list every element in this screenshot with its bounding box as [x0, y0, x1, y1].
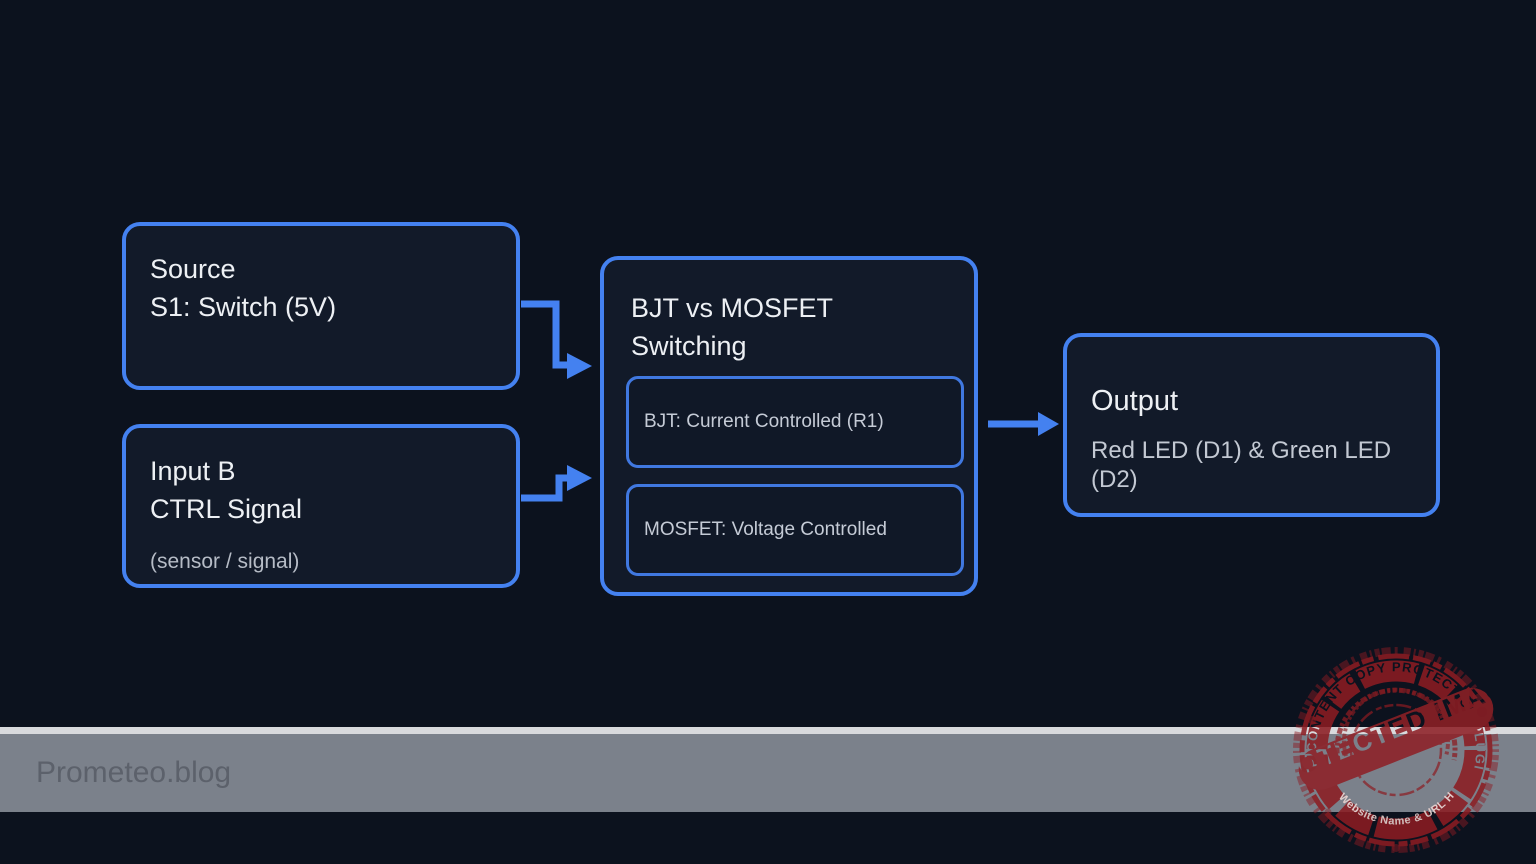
stamp-blotch — [1324, 808, 1332, 816]
node-input: Input B CTRL Signal (sensor / signal) — [122, 424, 520, 588]
stamp-text-band — [1306, 660, 1486, 840]
switching-title: BJT vs MOSFET Switching — [604, 260, 974, 365]
switching-title-line1: BJT vs MOSFET — [631, 293, 834, 323]
arrowhead-switching-to-output — [1038, 412, 1059, 436]
input-title-line1: Input B — [150, 456, 236, 486]
switching-item-mosfet: MOSFET: Voltage Controlled — [626, 484, 964, 576]
arrow-input-to-switching — [521, 474, 567, 502]
node-switching: BJT vs MOSFET Switching BJT: Current Con… — [600, 256, 978, 596]
switching-item-mosfet-label: MOSFET: Voltage Controlled — [644, 519, 887, 540]
input-title-line2: CTRL Signal — [150, 494, 303, 524]
switching-item-bjt-label: BJT: Current Controlled (R1) — [644, 411, 884, 432]
switching-title-line2: Switching — [631, 331, 747, 361]
node-output: Output Red LED (D1) & Green LED (D2) — [1063, 333, 1440, 517]
input-note: (sensor / signal) — [150, 550, 300, 573]
stamp-outer-texture-ring — [1293, 647, 1499, 853]
arrowhead-input-to-switching — [567, 465, 592, 491]
footer-top-strip — [0, 727, 1536, 734]
output-subtitle: Red LED (D1) & Green LED (D2) — [1091, 437, 1392, 493]
stamp-blotch — [1308, 716, 1316, 724]
source-title-line1: Source — [150, 254, 236, 284]
source-title-line2: S1: Switch (5V) — [150, 292, 337, 322]
stamp-blotch — [1392, 844, 1400, 852]
stamp-outer-ring — [1299, 653, 1493, 847]
switching-item-bjt: BJT: Current Controlled (R1) — [626, 376, 964, 468]
protected-image-stamp: WP CONTENT COPY PROTECTION PLUGIN PROTEC… — [1288, 642, 1499, 853]
node-source: Source S1: Switch (5V) — [122, 222, 520, 390]
footer-bar: Prometeo.blog — [0, 734, 1536, 812]
brand-text: Prometeo.blog — [36, 756, 232, 789]
stamp-banner — [1298, 687, 1494, 791]
arrowhead-source-to-switching — [567, 353, 592, 379]
output-title: Output — [1091, 385, 1179, 417]
arrow-source-to-switching — [521, 300, 567, 369]
stamp-blotch — [1477, 707, 1487, 717]
